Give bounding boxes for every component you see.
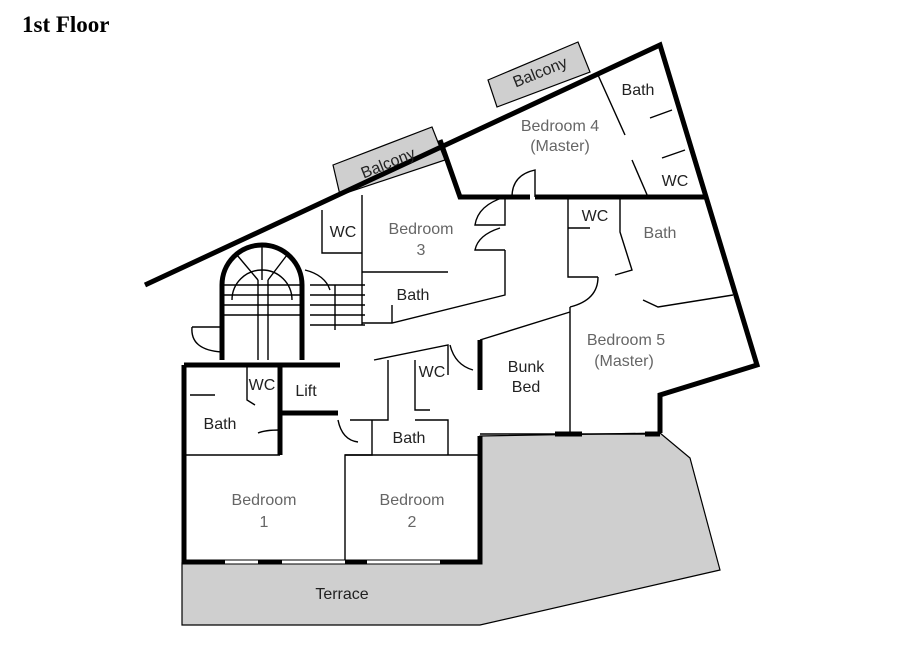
balcony-right-area [487, 41, 591, 108]
bunk-bed-sublabel: Bed [512, 379, 540, 396]
terrace-label: Terrace [315, 586, 368, 603]
bedroom5-label: Bedroom 5 [587, 332, 665, 349]
lift-label: Lift [295, 383, 317, 400]
bedroom1-sublabel: 1 [260, 514, 269, 531]
bunk-bed-label: Bunk [508, 359, 545, 376]
wc-bedroom3-label: WC [330, 224, 357, 241]
wc-bedroom4-label: WC [662, 173, 689, 190]
bedroom1-label: Bedroom [232, 492, 297, 509]
bedroom4-sublabel: (Master) [530, 138, 590, 155]
bath-bedroom4-label: Bath [622, 82, 655, 99]
bedroom3-label: Bedroom [389, 221, 454, 238]
wc-bedroom2-label: WC [419, 364, 446, 381]
bath-bedroom2-label: Bath [393, 430, 426, 447]
bedroom4-label: Bedroom 4 [521, 118, 599, 135]
wc-bedroom5-label: WC [582, 208, 609, 225]
bedroom5-sublabel: (Master) [594, 353, 654, 370]
bath-bedroom3-label: Bath [397, 287, 430, 304]
wc-bedroom1-label: WC [249, 377, 276, 394]
interior-walls [184, 74, 734, 562]
bedroom3-sublabel: 3 [417, 242, 426, 259]
bath-bedroom1-label: Bath [204, 416, 237, 433]
page-title: 1st Floor [22, 12, 110, 37]
bath-bedroom5-label: Bath [644, 225, 677, 242]
bedroom2-sublabel: 2 [408, 514, 417, 531]
bedroom2-label: Bedroom [380, 492, 445, 509]
